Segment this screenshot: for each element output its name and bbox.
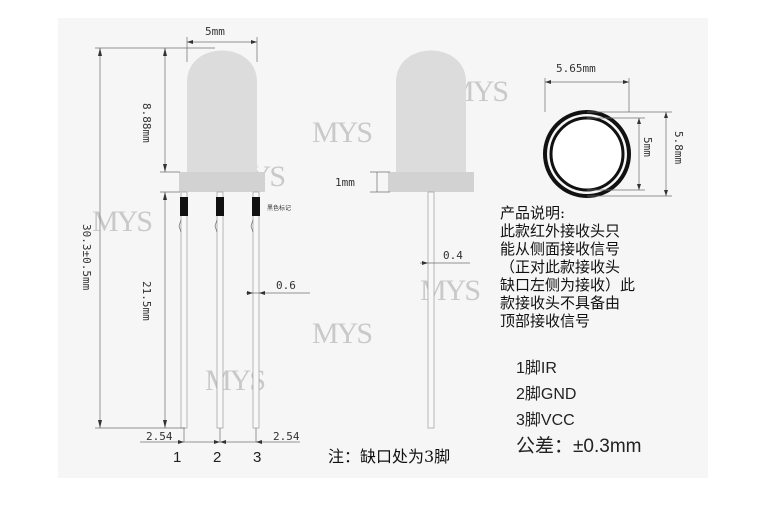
description-line-1: 产品说明:: [500, 204, 565, 222]
description-line-4: （正对此款接收头: [500, 258, 620, 276]
flange-height-text: 1mm: [335, 176, 355, 189]
watermark-4: MYS: [92, 205, 151, 238]
dome-height-text: 8.88mm: [140, 103, 153, 143]
pin-1-bend: [178, 219, 182, 233]
pin-function-2: 2脚GND: [516, 385, 576, 403]
total-height-text: 30.3±0.5mm: [80, 224, 93, 291]
dim-total-height: [95, 47, 215, 429]
dim-pin-width: [246, 291, 310, 295]
side-flange: [388, 172, 474, 192]
pin-length-text: 21.5mm: [140, 281, 153, 321]
body-width-text: 5mm: [205, 25, 225, 38]
pin-3-bend: [250, 219, 254, 233]
black-mark-3: [252, 197, 260, 216]
pitch-right-text: 2.54: [273, 430, 300, 443]
pin-number-3: 3: [253, 449, 261, 466]
side-dome: [396, 50, 466, 172]
dim-pitch: [140, 428, 300, 444]
front-dome: [187, 50, 257, 172]
side-pin: [427, 191, 435, 429]
product-description: 产品说明: 此款红外接收头只 能从侧面接收信号 （正对此款接收头 缺口左侧为接收…: [500, 204, 635, 330]
top-inner-ring: [549, 116, 625, 192]
dim-pin-length: [160, 191, 180, 428]
watermark-1: MYS: [312, 116, 371, 149]
watermark-2: MYS: [312, 317, 371, 350]
front-view: [178, 50, 265, 429]
notch-note: 注：缺口处为3脚: [328, 447, 450, 466]
tolerance-text: 公差：±0.3mm: [516, 435, 642, 457]
front-flange: [179, 172, 265, 192]
pin-function-3: 3脚VCC: [516, 411, 575, 429]
inner-diameter-text: 5mm: [641, 137, 654, 157]
pin-3: [252, 191, 260, 429]
description-line-2: 此款红外接收头只: [500, 222, 620, 240]
pin-function-1: 1脚IR: [516, 359, 557, 377]
description-line-7: 顶部接收信号: [500, 312, 590, 330]
black-mark-1: [180, 197, 188, 216]
pin-2: [216, 191, 224, 429]
dim-pin-thickness: [420, 261, 470, 265]
pin-thickness-text: 0.4: [443, 249, 463, 262]
pin-number-2: 2: [213, 449, 221, 466]
dim-outer-diameter: [544, 78, 630, 112]
pitch-left-text: 2.54: [146, 430, 173, 443]
description-line-5: 缺口左侧为接收）此: [500, 276, 635, 294]
side-height-text: 5.8mm: [672, 131, 685, 164]
pin-width-text: 0.6: [276, 279, 296, 292]
outer-diameter-text: 5.65mm: [556, 62, 596, 75]
pin-1: [180, 191, 188, 429]
drawing-background: [58, 18, 708, 478]
dim-body-width: [186, 37, 258, 62]
color-mark-label: 黑色标记: [267, 204, 291, 212]
dim-dome-height: [160, 48, 180, 173]
dim-side-height: [587, 111, 672, 197]
dim-flange-height: [370, 171, 390, 193]
black-mark-2: [216, 197, 224, 216]
description-line-6: 款接收头不具备由: [500, 294, 620, 312]
pin-2-bend: [214, 219, 218, 233]
dim-inner-diameter: [587, 117, 645, 191]
description-line-3: 能从侧面接收信号: [500, 240, 620, 258]
top-view: [543, 110, 631, 198]
side-view: [388, 50, 474, 429]
pin-number-1: 1: [173, 449, 181, 466]
